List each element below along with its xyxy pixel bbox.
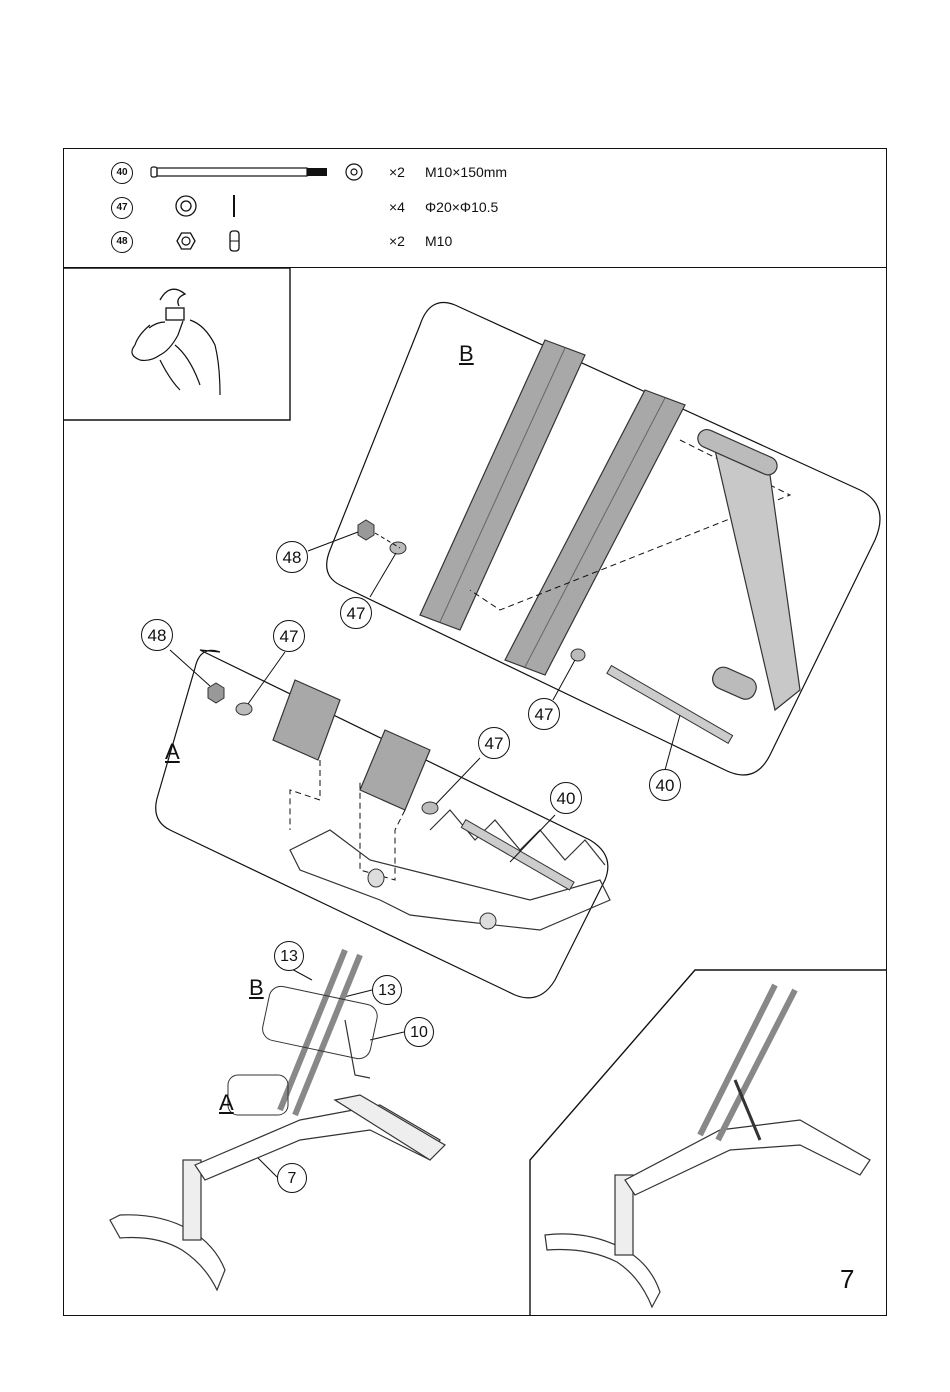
callout-47: 47 xyxy=(340,597,372,629)
callout-47: 47 xyxy=(528,698,560,730)
final-view-inset xyxy=(530,970,887,1316)
callout-40: 40 xyxy=(649,769,681,801)
overview-label-a: A xyxy=(219,1093,234,1113)
detail-b xyxy=(327,303,880,776)
callout-13: 13 xyxy=(372,975,402,1005)
callout-10: 10 xyxy=(404,1017,434,1047)
leader-lines xyxy=(170,532,680,1177)
callout-47: 47 xyxy=(273,620,305,652)
callout-47: 47 xyxy=(478,727,510,759)
detail-label-a: A xyxy=(165,742,180,762)
detail-label-b: B xyxy=(459,344,474,364)
callout-48: 48 xyxy=(276,541,308,573)
callout-7: 7 xyxy=(277,1163,307,1193)
page-number: 7 xyxy=(840,1264,854,1295)
callout-48: 48 xyxy=(141,619,173,651)
callout-40: 40 xyxy=(550,782,582,814)
overview-label-b: B xyxy=(249,978,264,998)
hand-tighten-inset xyxy=(63,268,290,420)
callout-13: 13 xyxy=(274,941,304,971)
